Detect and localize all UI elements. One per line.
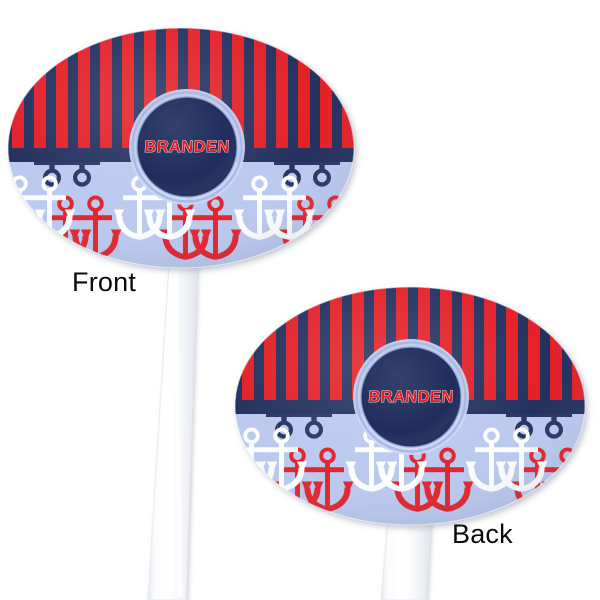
back-monogram-badge[interactable]: BRANDEN [353,339,469,455]
front-oval-edge [7,27,355,269]
front-view-label: Front [72,267,137,297]
back-monogram-text: BRANDEN [368,387,455,406]
back-view-label: Back [452,519,513,549]
front-monogram-badge[interactable]: BRANDEN [129,89,245,205]
front-monogram-text: BRANDEN [144,137,231,156]
front-oval-sign[interactable]: BRANDEN [0,10,451,278]
front-stir-stick-handle [147,249,198,600]
back-oval-sign[interactable]: BRANDEN [136,270,600,530]
back-oval-edge [234,286,586,526]
